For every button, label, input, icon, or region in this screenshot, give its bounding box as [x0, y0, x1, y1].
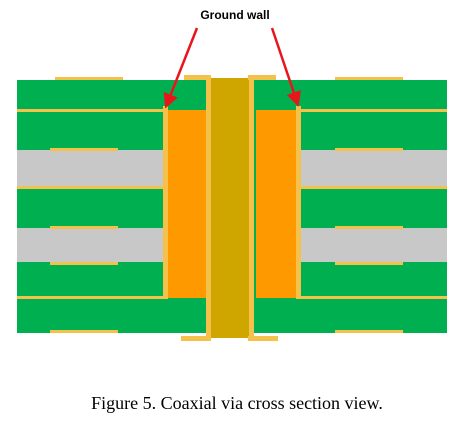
- plane-right-2: [300, 228, 447, 262]
- dielectric-fill-left: [168, 110, 206, 298]
- trace-right-bottom: [335, 330, 403, 333]
- ground-wall-right: [296, 106, 301, 299]
- plane-left-2: [17, 228, 165, 262]
- plane-left-1: [17, 150, 165, 186]
- trace-left-3: [50, 226, 118, 229]
- via-bottom-pad-left: [181, 336, 211, 341]
- plane-right-1: [300, 150, 447, 186]
- callout-arrow-right: [270, 27, 301, 107]
- copper-layer-2-right: [301, 186, 447, 189]
- trace-left-2: [50, 148, 118, 151]
- trace-left-top: [55, 77, 123, 80]
- figure-caption: Figure 5. Coaxial via cross section view…: [91, 393, 383, 413]
- copper-layer-1-left: [17, 109, 163, 112]
- trace-right-3: [335, 226, 403, 229]
- via-barrel-right: [249, 78, 254, 338]
- dielectric-fill-right: [256, 110, 296, 298]
- trace-right-top: [335, 77, 403, 80]
- trace-right-4: [335, 262, 403, 265]
- copper-layer-3-right: [301, 296, 447, 299]
- via-top-pad-right: [248, 75, 276, 80]
- via-barrel-left: [206, 78, 211, 338]
- ground-wall-label: Ground wall: [200, 8, 270, 22]
- trace-left-4: [50, 262, 118, 265]
- via-top-pad-left: [184, 75, 211, 80]
- copper-layer-2-left: [17, 186, 163, 189]
- callout-arrow-left: [163, 27, 199, 109]
- trace-right-2: [335, 148, 403, 151]
- copper-layer-3-left: [17, 296, 163, 299]
- ground-wall-left: [163, 106, 168, 299]
- copper-layer-1-right: [301, 109, 447, 112]
- via-core: [211, 78, 249, 338]
- via-bottom-pad-right: [248, 336, 278, 341]
- trace-left-bottom: [50, 330, 118, 333]
